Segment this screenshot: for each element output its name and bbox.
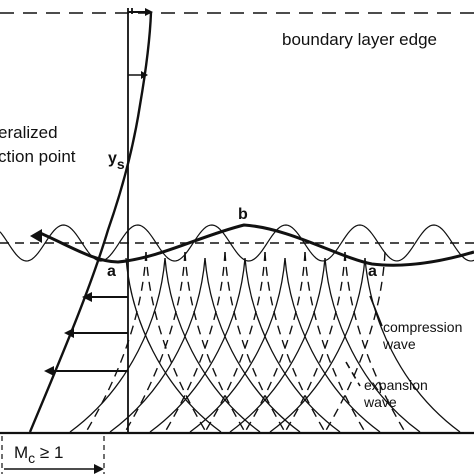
expansion-wave-right-3 [224, 251, 286, 433]
expansion-wave-right-6 [344, 251, 406, 433]
expansion-wave-right-5 [304, 251, 366, 433]
compression-wave-5 [284, 257, 381, 433]
compression-wave-left-5 [189, 257, 286, 433]
compression-wave-3 [204, 257, 301, 433]
point-a-left-label: a [107, 263, 116, 280]
expansion-wave-right-4 [264, 251, 326, 433]
ys-label: ys [108, 150, 125, 172]
compression-wave-2 [164, 257, 261, 433]
compression-wave-6 [324, 257, 421, 433]
inflection-point-label-line1: eralized [0, 123, 58, 142]
expansion-wave-7 [324, 251, 386, 433]
expansion-leader-line [345, 361, 361, 387]
expansion-wave-label-line1: expansion [364, 377, 428, 393]
compression-wave-4 [244, 257, 341, 433]
velocity-profile-curve [28, 11, 153, 433]
velocity-arrowhead-left-1 [82, 292, 92, 302]
expansion-wave-6 [284, 251, 346, 433]
compression-wave-label-line2: wave [382, 336, 416, 352]
compression-wave-left-3 [109, 257, 206, 433]
expansion-wave-5 [244, 251, 306, 433]
wave-pattern [69, 251, 461, 433]
expansion-wave-4 [204, 251, 266, 433]
compression-wave-left-2 [69, 257, 166, 433]
compression-wave-left-7 [269, 257, 366, 433]
point-a-right-label: a [368, 263, 377, 280]
velocity-arrowhead-top [145, 8, 153, 16]
wave-direction-arrowhead [30, 229, 42, 243]
compression-wave-left-4 [149, 257, 246, 433]
compression-wave-left-6 [229, 257, 326, 433]
expansion-wave-right-1 [145, 251, 207, 433]
mach-label: Mc ≥ 1 [14, 443, 63, 466]
velocity-arrowhead-left-2 [64, 328, 74, 338]
compression-wave-7 [364, 257, 461, 433]
expansion-wave-3 [164, 251, 226, 433]
compression-wave-1 [125, 257, 222, 433]
expansion-wave-2 [124, 251, 186, 433]
instability-sine-wave [0, 224, 474, 262]
shear-layer-wave-bold [39, 223, 474, 267]
compression-leader-line [369, 295, 383, 327]
velocity-arrowhead-left-3 [44, 366, 54, 376]
mach-arrowhead [94, 464, 104, 474]
inflection-point-label-line2: ction point [0, 147, 76, 166]
boundary-layer-edge-label: boundary layer edge [282, 30, 437, 49]
expansion-wave-right-2 [184, 251, 246, 433]
point-b-label: b [238, 206, 248, 223]
expansion-wave-1 [85, 251, 147, 433]
expansion-wave-label-line2: wave [363, 394, 397, 410]
compression-wave-label-line1: compression [383, 319, 462, 335]
